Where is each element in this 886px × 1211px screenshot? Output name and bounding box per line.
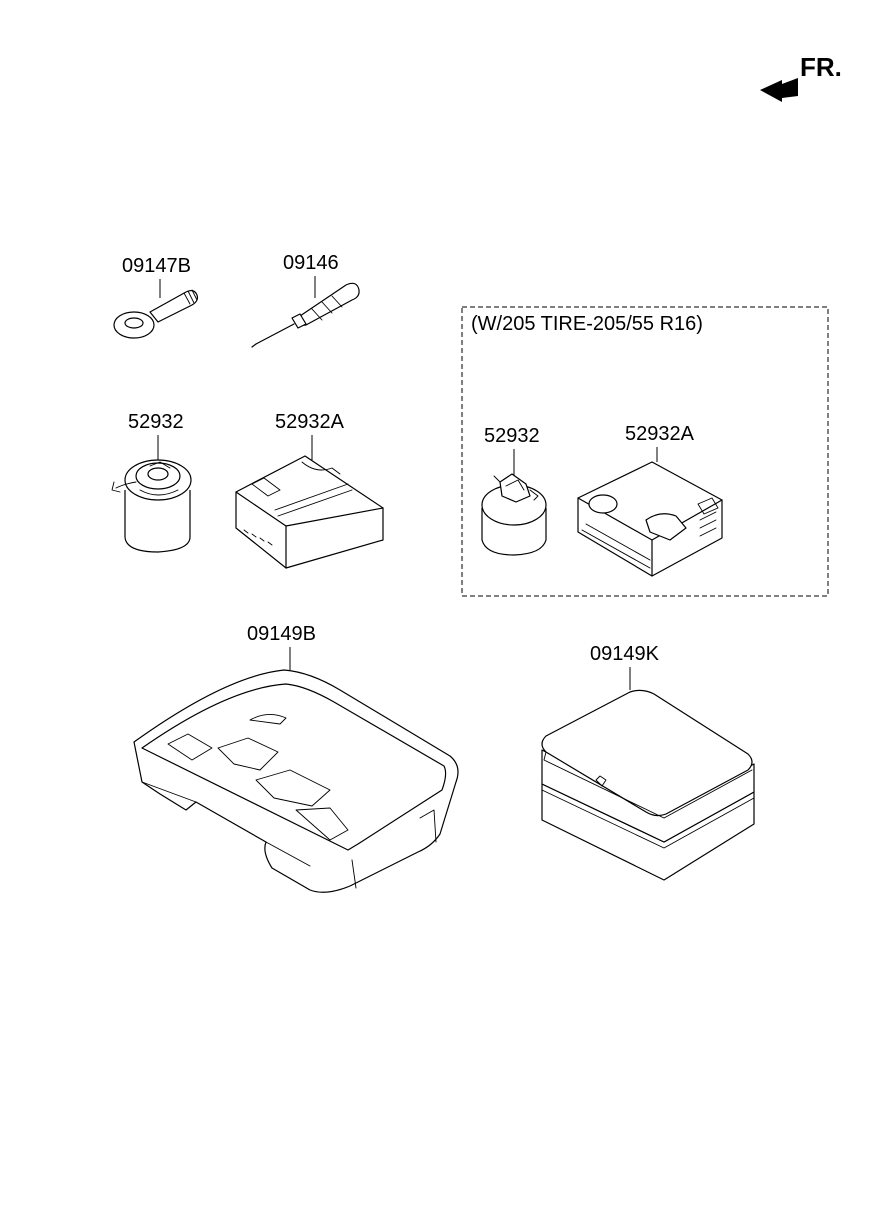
- sealant-bottle-icon: [111, 459, 192, 553]
- front-direction-label: FR.: [800, 52, 842, 82]
- part-compressor-option: 52932A: [577, 423, 723, 577]
- part-label-tool-tray: 09149B: [247, 623, 316, 645]
- part-kit-case: 09149K: [541, 643, 755, 881]
- part-screwdriver: 09146: [251, 252, 360, 348]
- towing-hook-icon: [113, 289, 199, 339]
- part-label-towing-hook: 09147B: [122, 255, 191, 277]
- option-box-label: (W/205 TIRE-205/55 R16): [471, 313, 703, 335]
- front-direction-arrow-icon: [760, 78, 798, 102]
- part-towing-hook: 09147B: [113, 255, 199, 339]
- part-label-compressor-option: 52932A: [625, 423, 695, 445]
- part-label-kit-case: 09149K: [590, 643, 660, 665]
- compressor-icon: [235, 455, 384, 569]
- compressor-option-icon: [577, 461, 723, 577]
- part-sealant-bottle-option: 52932: [481, 425, 547, 556]
- part-label-sealant-bottle-option: 52932: [484, 425, 540, 447]
- part-tool-tray: 09149B: [133, 623, 459, 893]
- tool-tray-icon: [133, 669, 459, 893]
- screwdriver-icon: [251, 282, 360, 348]
- front-direction-indicator: FR.: [760, 52, 842, 102]
- part-sealant-bottle: 52932: [111, 411, 192, 553]
- part-label-screwdriver: 09146: [283, 252, 339, 274]
- sealant-bottle-option-icon: [481, 473, 547, 556]
- kit-case-icon: [541, 689, 755, 881]
- part-compressor: 52932A: [235, 411, 384, 569]
- part-label-compressor: 52932A: [275, 411, 345, 433]
- part-label-sealant-bottle: 52932: [128, 411, 184, 433]
